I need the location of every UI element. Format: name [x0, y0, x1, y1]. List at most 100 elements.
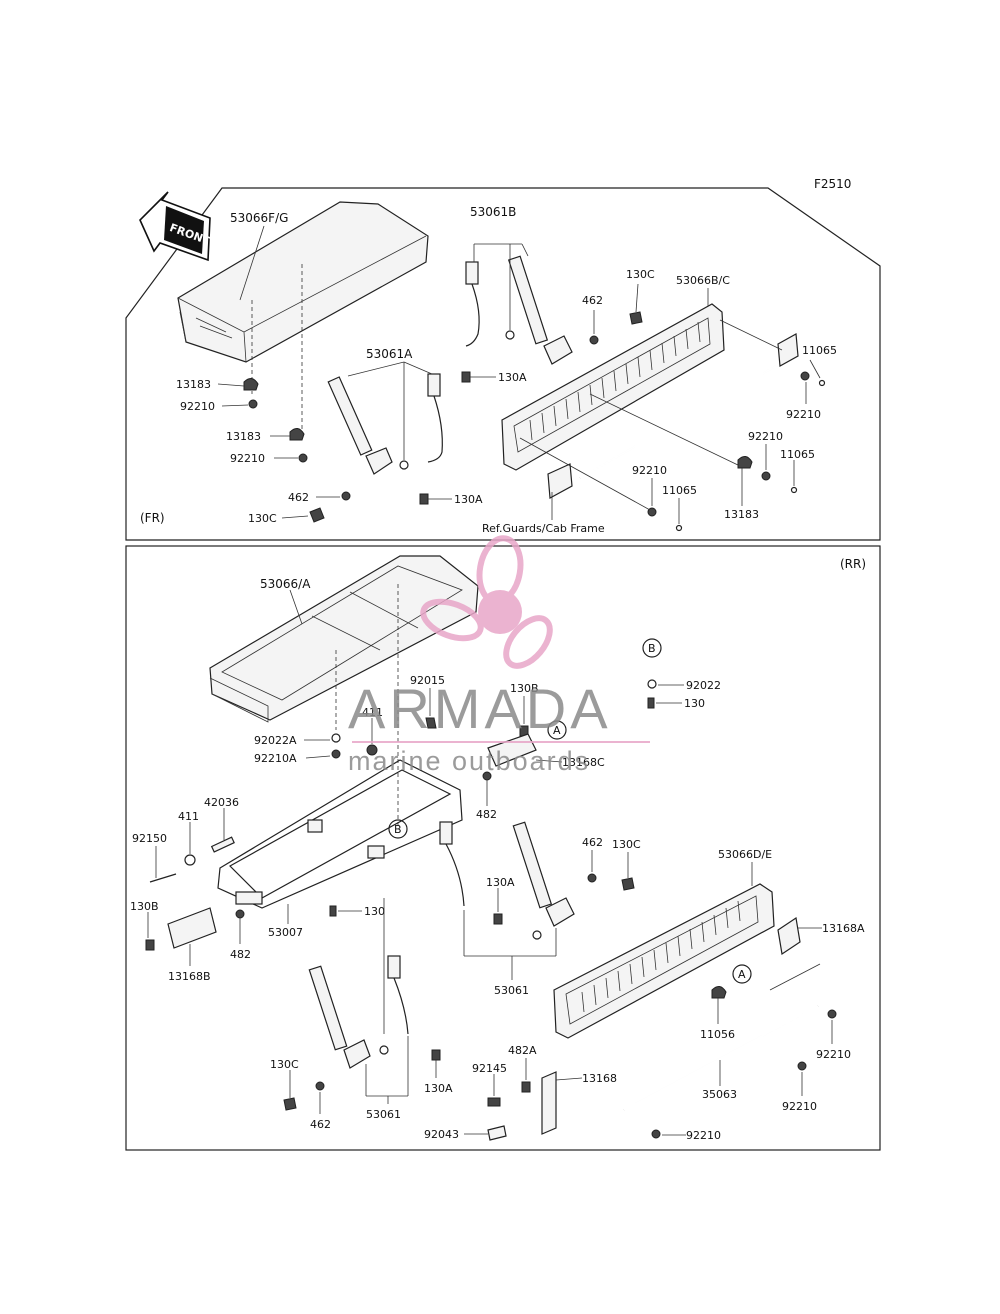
- label-front-backrest: 53066B/C: [676, 274, 730, 287]
- label-92210-r3: 92210: [686, 1129, 721, 1142]
- rear-seat-frame: [209, 555, 479, 723]
- label-92210-d: 92210: [180, 400, 215, 413]
- washer-482a-icon: [521, 1081, 531, 1093]
- label-rear-seat: 53066/A: [260, 577, 311, 591]
- label-130-mid: 130: [364, 905, 385, 918]
- callout-a-top: [547, 720, 567, 740]
- bolt-130b-icon: [145, 939, 155, 951]
- clamp-13183-icon: [289, 428, 305, 441]
- label-92145: 92145: [472, 1062, 507, 1075]
- bracket-13168b: [167, 907, 217, 949]
- nut-92210-icon: [797, 1061, 807, 1071]
- bolt-92150-icon: [149, 873, 177, 883]
- label-42036: 42036: [204, 796, 239, 809]
- callout-b-top-label: B: [648, 642, 656, 655]
- leader-11065-a: [809, 359, 821, 379]
- label-130c-top: 130C: [626, 268, 655, 281]
- bolt-92145-icon: [487, 1097, 501, 1107]
- propeller-logo-icon: [420, 535, 553, 669]
- seat-mount-frame-53007: [217, 759, 463, 909]
- callout-a-right-label: A: [738, 968, 746, 981]
- label-92210-a: 92210: [786, 408, 821, 421]
- label-130a-low: 130A: [424, 1082, 453, 1095]
- label-462-mid: 462: [582, 836, 603, 849]
- nut-92210-icon: [800, 371, 810, 381]
- clip-11065-icon: [675, 524, 683, 532]
- rear-backrest-panel: [553, 883, 775, 1039]
- washer-411-icon: [366, 744, 378, 756]
- washer-411-icon: [184, 854, 196, 866]
- label-130c-low: 130C: [270, 1058, 299, 1071]
- label-13168: 13168: [582, 1072, 617, 1085]
- bolt-130-icon: [329, 905, 337, 917]
- bolt-130c-icon: [621, 877, 635, 891]
- seat-belt-53061-mid: [439, 821, 575, 940]
- label-130b-top: 130B: [510, 682, 539, 695]
- leader-92210-d: [221, 404, 249, 407]
- bracket-13168a: [777, 916, 801, 956]
- label-130a-bot: 130A: [454, 493, 483, 506]
- bolt-130a-icon: [431, 1049, 441, 1061]
- bolt-130a-icon: [461, 371, 471, 383]
- watermark-brand: ARMADA: [348, 677, 612, 740]
- front-direction-arrow: FRONT: [139, 191, 212, 262]
- washer-92022a-icon: [331, 733, 341, 743]
- washer-462-icon: [315, 1081, 325, 1091]
- label-92210-r2: 92210: [782, 1100, 817, 1113]
- bolt-130a-icon: [493, 913, 503, 925]
- front-seat-cushion: [177, 201, 429, 363]
- label-92043: 92043: [424, 1128, 459, 1141]
- guide-line-left: [519, 437, 651, 511]
- label-92210-c: 92210: [632, 464, 667, 477]
- nut-92210a-icon: [331, 749, 341, 759]
- label-482-left: 482: [230, 948, 251, 961]
- label-92210-e: 92210: [230, 452, 265, 465]
- label-92210-r1: 92210: [816, 1048, 851, 1061]
- reference-note: Ref.Guards/Cab Frame: [482, 522, 605, 535]
- bolt-92015-icon: [425, 717, 437, 729]
- nut-92210-icon: [248, 399, 258, 409]
- callout-a-top-label: A: [553, 724, 561, 737]
- nut-92210-icon: [647, 507, 657, 517]
- label-11065-b: 11065: [780, 448, 815, 461]
- front-right-bracket: [777, 333, 799, 367]
- leader-53061a-3: [403, 361, 433, 375]
- guide-line-right: [719, 319, 783, 351]
- label-130b-left: 130B: [130, 900, 159, 913]
- label-92022a: 92022A: [254, 734, 297, 747]
- nut-92210-icon: [761, 471, 771, 481]
- guide-line-mid: [589, 393, 741, 467]
- bracket-13168: [541, 1071, 557, 1135]
- label-11056: 11056: [700, 1028, 735, 1041]
- label-11065-a: 11065: [802, 344, 837, 357]
- seat-belt-53061a: [327, 373, 443, 475]
- diagram-code: F2510: [814, 177, 851, 191]
- label-rear-backrest: 53066D/E: [718, 848, 772, 861]
- nut-92210-icon: [827, 1009, 837, 1019]
- leader-13183-a: [217, 383, 245, 387]
- nut-92210-icon: [651, 1129, 661, 1139]
- front-left-bracket: [547, 463, 573, 499]
- label-462-low: 462: [310, 1118, 331, 1131]
- leader-53061b-4: [521, 243, 529, 257]
- bolt-130-icon: [647, 697, 655, 709]
- label-13183-r: 13183: [724, 508, 759, 521]
- label-53061b: 53061B: [470, 205, 516, 219]
- label-92210a: 92210A: [254, 752, 297, 765]
- clip-11056-icon: [711, 986, 727, 999]
- leader-92210a: [305, 755, 331, 759]
- clip-11065-icon: [818, 379, 826, 387]
- label-462-top: 462: [582, 294, 603, 307]
- callout-b-top: [642, 638, 662, 658]
- guide-line-rear-right: [769, 963, 821, 991]
- clip-11065-icon: [790, 486, 798, 494]
- bolt-130a-icon: [419, 493, 429, 505]
- clamp-13183-icon: [243, 378, 259, 391]
- leader-130c-bot: [281, 515, 309, 519]
- watermark-tagline: marine outboards: [348, 746, 590, 776]
- seat-belt-53061-low: [308, 955, 409, 1069]
- bolt-130c-icon: [283, 1097, 297, 1111]
- washer-462-icon: [341, 491, 351, 501]
- clamp-13183-icon: [737, 456, 753, 469]
